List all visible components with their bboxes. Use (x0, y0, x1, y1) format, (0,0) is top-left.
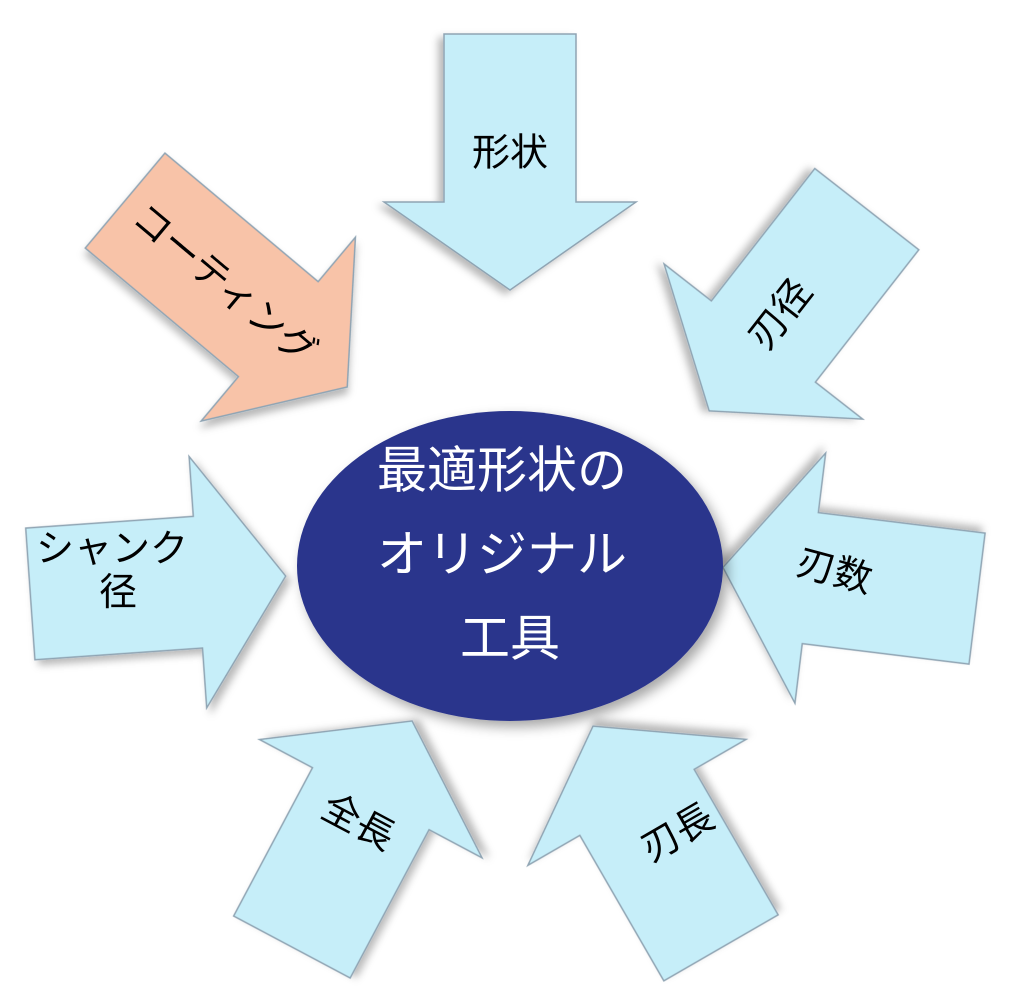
arrow-overall-length: 全長 (232, 720, 484, 980)
arrow-label: 形状 (472, 130, 548, 174)
arrow-body (381, 33, 639, 291)
arrow-body (232, 720, 484, 980)
center-node: 最適形状の オリジナル 工具 (297, 411, 723, 721)
arrow-coating: コーティング (84, 152, 357, 423)
center-line: オリジナル (377, 526, 627, 584)
arrow-body (722, 450, 986, 706)
arrow-flute-length: 刃長 (526, 725, 780, 982)
arrow-shank-diameter: シャンク 径 (24, 454, 287, 711)
arrow-body (24, 454, 287, 711)
center-label: 最適形状の オリジナル 工具 (377, 442, 643, 668)
arrow-flute-count: 刃数 (722, 450, 986, 706)
arrow-label: シャンク 径 (36, 526, 200, 614)
arrow-body (526, 725, 780, 982)
arrow-body (662, 167, 920, 420)
center-line: 工具 (460, 610, 560, 668)
arrow-shape-factor: 形状 (381, 33, 639, 291)
arrow-cutting-diameter: 刃径 (662, 167, 920, 420)
center-line: 最適形状の (377, 442, 627, 500)
arrow-body-highlight (84, 152, 357, 423)
center-ellipse (297, 411, 723, 721)
